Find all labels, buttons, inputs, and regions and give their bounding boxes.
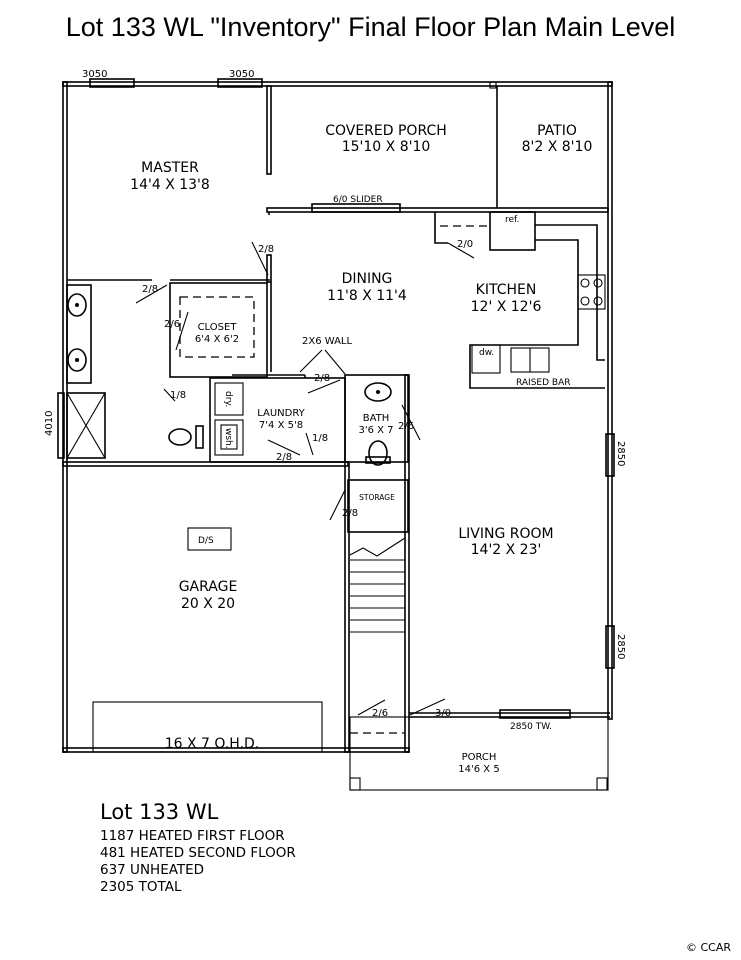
room-laundry-size: 7'4 X 5'8 (259, 420, 303, 431)
raised-bar-label: RAISED BAR (516, 378, 570, 388)
room-covered-porch-size: 15'10 X 8'10 (342, 139, 431, 155)
door-label: 2/8 (276, 452, 292, 463)
window-label: 4010 (44, 411, 55, 436)
washer-label: wsh. (223, 428, 233, 449)
windows (89, 78, 615, 719)
kitchen-cabinets (434, 211, 606, 389)
door-label: 2/6 (398, 421, 414, 432)
window-label: 2850 (615, 441, 626, 466)
summary-line: 1187 HEATED FIRST FLOOR (100, 828, 285, 844)
dishwasher-label: dw. (479, 348, 494, 358)
room-labels: MASTER 14'4 X 13'8 COVERED PORCH 15'10 X… (130, 123, 592, 775)
window-label: 3050 (82, 69, 107, 80)
room-patio-name: PATIO (537, 123, 577, 139)
area-summary: Lot 133 WL 1187 HEATED FIRST FLOOR 481 H… (100, 800, 296, 896)
door-label: 2/8 (142, 284, 158, 295)
ref-label: ref. (505, 215, 519, 225)
room-covered-porch-name: COVERED PORCH (325, 123, 447, 139)
slider-label: 6/0 SLIDER (333, 195, 383, 205)
ds-label: D/S (198, 536, 214, 546)
room-dining-name: DINING (342, 271, 393, 287)
room-garage-name: GARAGE (179, 579, 238, 595)
summary-line: 481 HEATED SECOND FLOOR (100, 845, 296, 861)
annotations: 3050 3050 6/0 SLIDER 4010 2850 2850 2850… (44, 69, 626, 752)
room-dining-size: 11'8 X 11'4 (327, 288, 407, 304)
fixtures (67, 293, 392, 466)
summary-heading: Lot 133 WL (100, 800, 219, 824)
plan-title: Lot 133 WL "Inventory" Final Floor Plan … (65, 12, 676, 42)
room-porch-name: PORCH (462, 752, 497, 763)
window-label: 3050 (229, 69, 254, 80)
walls (57, 81, 613, 791)
dryer-label: dry. (223, 391, 233, 407)
room-master-size: 14'4 X 13'8 (130, 177, 210, 193)
door-label: 3/0 (435, 708, 451, 719)
room-porch-size: 14'6 X 5 (458, 764, 499, 775)
door-label: 2/6 (164, 319, 180, 330)
room-closet-name: CLOSET (198, 322, 238, 333)
room-master-name: MASTER (141, 160, 199, 176)
wall-label: 2X6 WALL (302, 336, 353, 347)
door-label: 1/8 (312, 433, 328, 444)
room-garage-size: 20 X 20 (181, 596, 235, 612)
door-label: 2/8 (258, 244, 274, 255)
doors (135, 241, 475, 716)
door-label: 2/6 (372, 708, 388, 719)
room-living-size: 14'2 X 23' (471, 542, 542, 558)
room-kitchen-name: KITCHEN (476, 282, 537, 298)
door-label: 2/8 (314, 373, 330, 384)
door-label: 1/8 (170, 390, 186, 401)
room-kitchen-size: 12' X 12'6 (471, 299, 542, 315)
summary-line: 637 UNHEATED (100, 862, 205, 878)
room-closet-size: 6'4 X 6'2 (195, 334, 239, 345)
room-laundry-name: LAUNDRY (257, 408, 305, 419)
room-patio-size: 8'2 X 8'10 (522, 139, 593, 155)
watermark: © CCAR (685, 941, 731, 954)
room-bath-name: BATH (363, 413, 390, 424)
window-label: 2850 (615, 634, 626, 659)
stairs (349, 537, 406, 734)
window-label: 2850 TW. (510, 722, 552, 732)
door-label: 2/8 (342, 508, 358, 519)
room-bath-size: 3'6 X 7 (358, 425, 393, 436)
garage-door-label: 16 X 7 O.H.D. (165, 736, 260, 752)
room-storage-name: STORAGE (359, 493, 395, 502)
room-living-name: LIVING ROOM (458, 526, 553, 542)
summary-line: 2305 TOTAL (100, 879, 182, 895)
door-label: 2/0 (457, 239, 473, 250)
